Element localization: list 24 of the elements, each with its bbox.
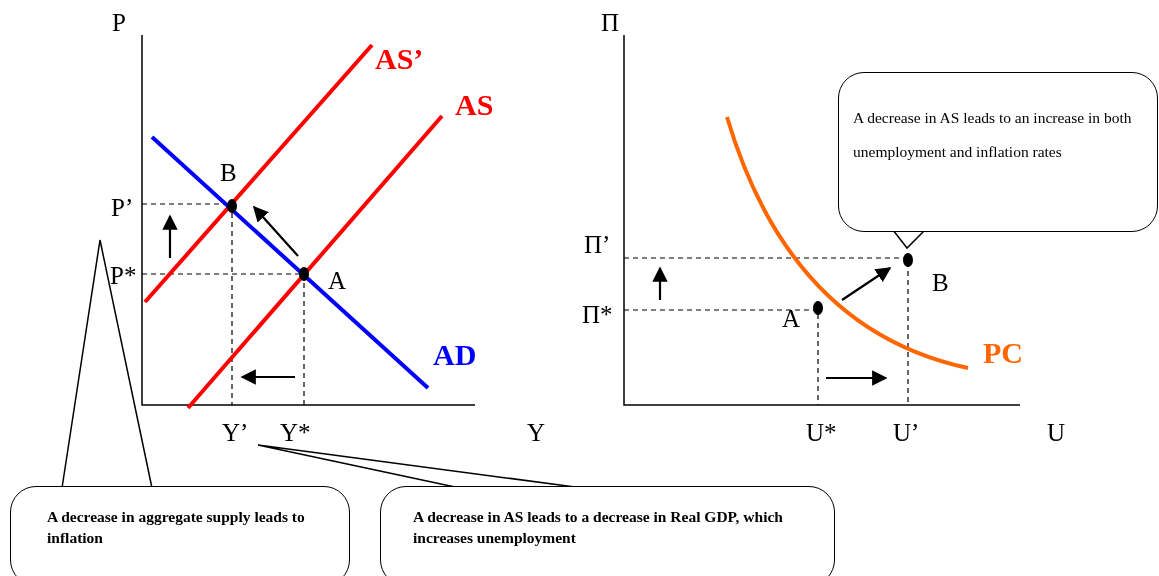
tick-label: Π’: [584, 232, 611, 257]
tick-label: Y’: [222, 420, 249, 445]
point-label: A: [328, 268, 347, 293]
speech-bubble: [838, 72, 1158, 232]
curve-label: AS: [455, 90, 494, 120]
point-label: A: [782, 306, 801, 331]
tick-label: P’: [111, 195, 134, 220]
tick-label: U’: [893, 420, 920, 445]
axis-label: P: [112, 10, 126, 35]
curve-label: AD: [433, 340, 477, 370]
curve-label: PC: [983, 338, 1023, 368]
tick-label: U*: [806, 420, 837, 445]
callout-text: A decrease in aggregate supply leads to inflation: [47, 507, 306, 548]
tick-label: Y*: [280, 420, 311, 445]
axis-label: Π: [601, 10, 620, 35]
tick-label: Π*: [582, 302, 613, 327]
point-label: B: [220, 160, 237, 185]
curve-label: AS’: [375, 44, 424, 74]
tick-label: P*: [110, 263, 137, 288]
callout-text: A decrease in AS leads to a decrease in Real GDP, which increases unemployment: [413, 507, 784, 548]
point-label: B: [932, 270, 949, 295]
axis-label: U: [1047, 420, 1066, 445]
callout-text: A decrease in AS leads to an increase in both unemployment and inflation rates: [853, 108, 1133, 163]
axis-label: Y: [527, 420, 546, 445]
